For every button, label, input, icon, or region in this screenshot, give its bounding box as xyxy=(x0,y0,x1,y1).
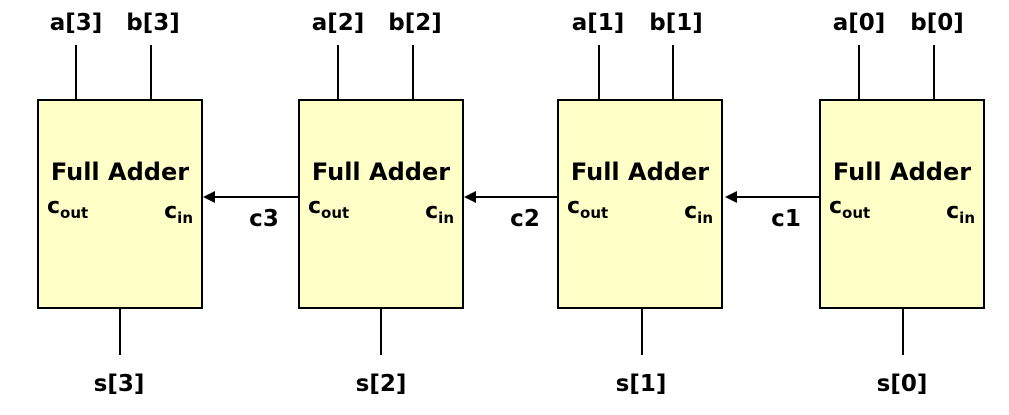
full-adder-0: Full Adder cout cin xyxy=(819,99,985,309)
full-adder-1: Full Adder cout cin xyxy=(557,99,723,309)
full-adder-3-cin: cin xyxy=(164,199,193,227)
wire-s3 xyxy=(119,308,121,355)
label-c3: c3 xyxy=(249,206,279,232)
full-adder-1-title: Full Adder xyxy=(570,158,710,186)
label-c2: c2 xyxy=(510,206,540,232)
label-s3: s[3] xyxy=(93,371,145,397)
wire-s2 xyxy=(380,308,382,355)
full-adder-2: Full Adder cout cin xyxy=(298,99,464,309)
label-s0: s[0] xyxy=(876,371,928,397)
wire-a3 xyxy=(75,45,77,100)
wire-b0 xyxy=(933,45,935,100)
label-b0: b[0] xyxy=(910,10,964,36)
label-b2: b[2] xyxy=(388,10,442,36)
full-adder-2-title: Full Adder xyxy=(311,158,451,186)
full-adder-1-cout: cout xyxy=(567,194,609,222)
full-adder-0-cout: cout xyxy=(829,194,871,222)
wire-b3 xyxy=(150,45,152,100)
wire-s1 xyxy=(641,308,643,355)
label-a3: a[3] xyxy=(49,10,103,36)
wire-s0 xyxy=(902,308,904,355)
label-c1: c1 xyxy=(771,206,801,232)
wire-a1 xyxy=(598,45,600,100)
label-s2: s[2] xyxy=(355,371,407,397)
wire-b1 xyxy=(672,45,674,100)
label-a0: a[0] xyxy=(832,10,886,36)
full-adder-3-title: Full Adder xyxy=(50,158,190,186)
label-b3: b[3] xyxy=(126,10,180,36)
full-adder-0-title: Full Adder xyxy=(832,158,972,186)
full-adder-1-cin: cin xyxy=(684,199,713,227)
wire-c1 xyxy=(734,196,820,198)
wire-a2 xyxy=(337,45,339,100)
full-adder-3: Full Adder cout cin xyxy=(37,99,203,309)
wire-a0 xyxy=(858,45,860,100)
label-b1: b[1] xyxy=(649,10,703,36)
full-adder-2-cin: cin xyxy=(425,199,454,227)
label-a1: a[1] xyxy=(571,10,625,36)
wire-c2 xyxy=(473,196,558,198)
full-adder-0-cin: cin xyxy=(946,199,975,227)
wire-b2 xyxy=(412,45,414,100)
label-a2: a[2] xyxy=(311,10,365,36)
arrow-c3-icon xyxy=(203,191,215,203)
wire-c3 xyxy=(212,196,299,198)
full-adder-3-cout: cout xyxy=(47,194,89,222)
arrow-c1-icon xyxy=(725,191,737,203)
label-s1: s[1] xyxy=(615,371,667,397)
arrow-c2-icon xyxy=(464,191,476,203)
full-adder-2-cout: cout xyxy=(308,194,350,222)
